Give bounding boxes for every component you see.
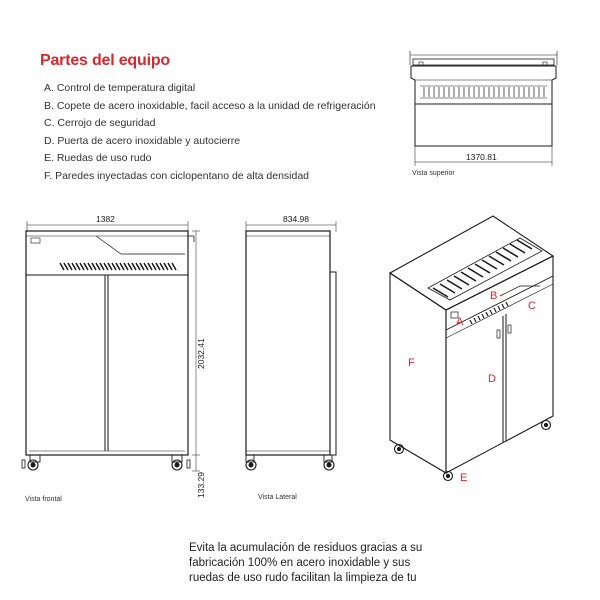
part-item-e: E. Ruedas de uso rudo [44, 152, 152, 165]
side-depth-dimension: 834.98 [283, 214, 309, 224]
callout-e: E [460, 472, 468, 484]
caster-height-dimension: 133.29 [196, 472, 206, 498]
front-view-vent [59, 262, 177, 271]
side-view-label: Vista Lateral [258, 494, 297, 501]
front-width-dimension: 1382 [96, 214, 115, 224]
front-view-drawing [21, 221, 200, 472]
front-view-label: Vista frontal [25, 496, 62, 503]
callout-f: F [408, 357, 415, 369]
top-view-drawing [409, 51, 558, 166]
isometric-vent [432, 239, 533, 298]
top-width-dimension: 1370.81 [466, 152, 497, 162]
callout-c: C [528, 300, 536, 312]
footer-line: ruedas de uso rudo facilitan la limpieza… [189, 572, 417, 584]
part-item-f: F. Paredes inyectadas con ciclopentano d… [44, 169, 310, 182]
callout-a: A [456, 316, 464, 328]
callout-b: B [490, 290, 498, 302]
side-view-drawing [245, 221, 337, 471]
page-title: Partes del equipo [40, 52, 170, 69]
callout-d: D [488, 373, 496, 385]
front-height-dimension: 2032.41 [196, 338, 206, 369]
isometric-front-grille [469, 301, 509, 325]
parts-list: A. Control de temperatura digital B. Cop… [44, 80, 376, 186]
part-item-d: D. Puerta de acero inoxidable y autocier… [44, 134, 241, 147]
part-item-c: C. Cerrojo de seguridad [44, 117, 156, 130]
footer-line: Evita la acumulación de residuos gracias… [189, 542, 423, 554]
top-view-label: Vista superior [412, 170, 455, 177]
footer-line: fabricación 100% en acero inoxidable y s… [189, 557, 411, 569]
part-item-b: B. Copete de acero inoxidable, facil acc… [44, 99, 376, 112]
footer-description: Evita la acumulación de residuos gracias… [189, 541, 422, 586]
part-item-a: A. Control de temperatura digital [44, 82, 196, 94]
isometric-view-drawing [388, 215, 555, 482]
top-view-vent [423, 87, 545, 97]
